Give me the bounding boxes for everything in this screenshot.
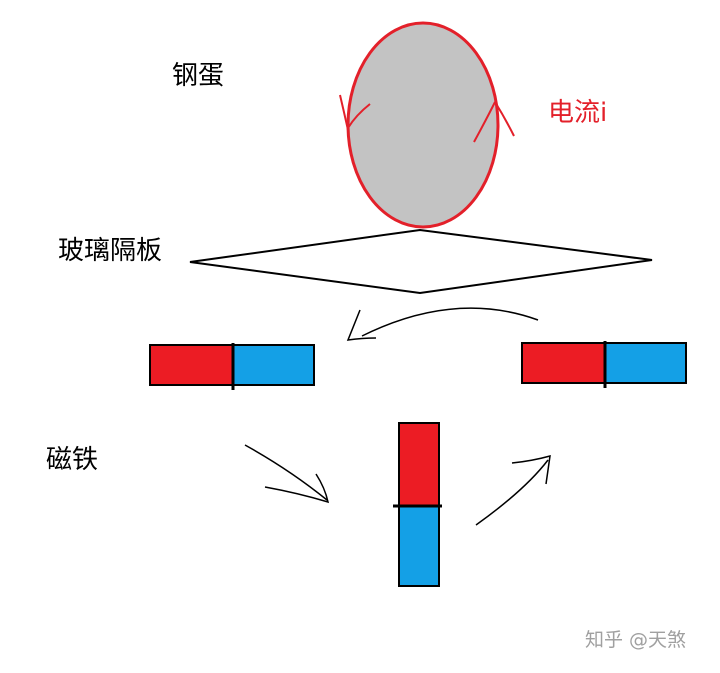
- current-arrow-right-icon: [473, 101, 515, 143]
- label-steel-egg: 钢蛋: [172, 61, 224, 91]
- magnet-right: [521, 341, 687, 388]
- steel-egg: [346, 21, 500, 229]
- magnet-bottom: [393, 422, 442, 587]
- watermark: 知乎 @天煞: [585, 629, 686, 651]
- current-arrow-left-icon: [339, 94, 371, 131]
- rotation-arrow-top-icon: [346, 307, 539, 341]
- rotation-arrow-left-icon: [244, 444, 329, 504]
- label-glass-partition: 玻璃隔板: [58, 236, 162, 266]
- label-magnet: 磁铁: [46, 445, 98, 475]
- glass-partition: [189, 228, 653, 295]
- magnet-left: [149, 343, 315, 390]
- rotation-arrow-right-icon: [475, 454, 551, 526]
- label-current: 电流i: [548, 98, 607, 128]
